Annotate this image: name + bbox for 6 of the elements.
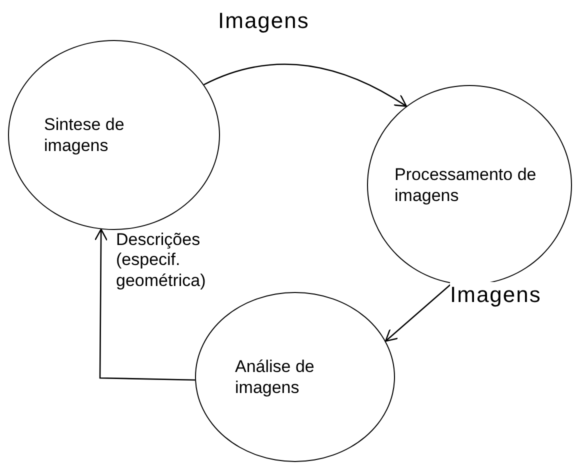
node-label: Processamento de imagens bbox=[394, 164, 538, 206]
node-label: Análise de imagens bbox=[235, 356, 316, 398]
arrow bbox=[204, 64, 408, 107]
node-label: Sintese de imagens bbox=[44, 114, 126, 156]
arrow bbox=[384, 282, 452, 342]
arrow bbox=[94, 228, 196, 381]
